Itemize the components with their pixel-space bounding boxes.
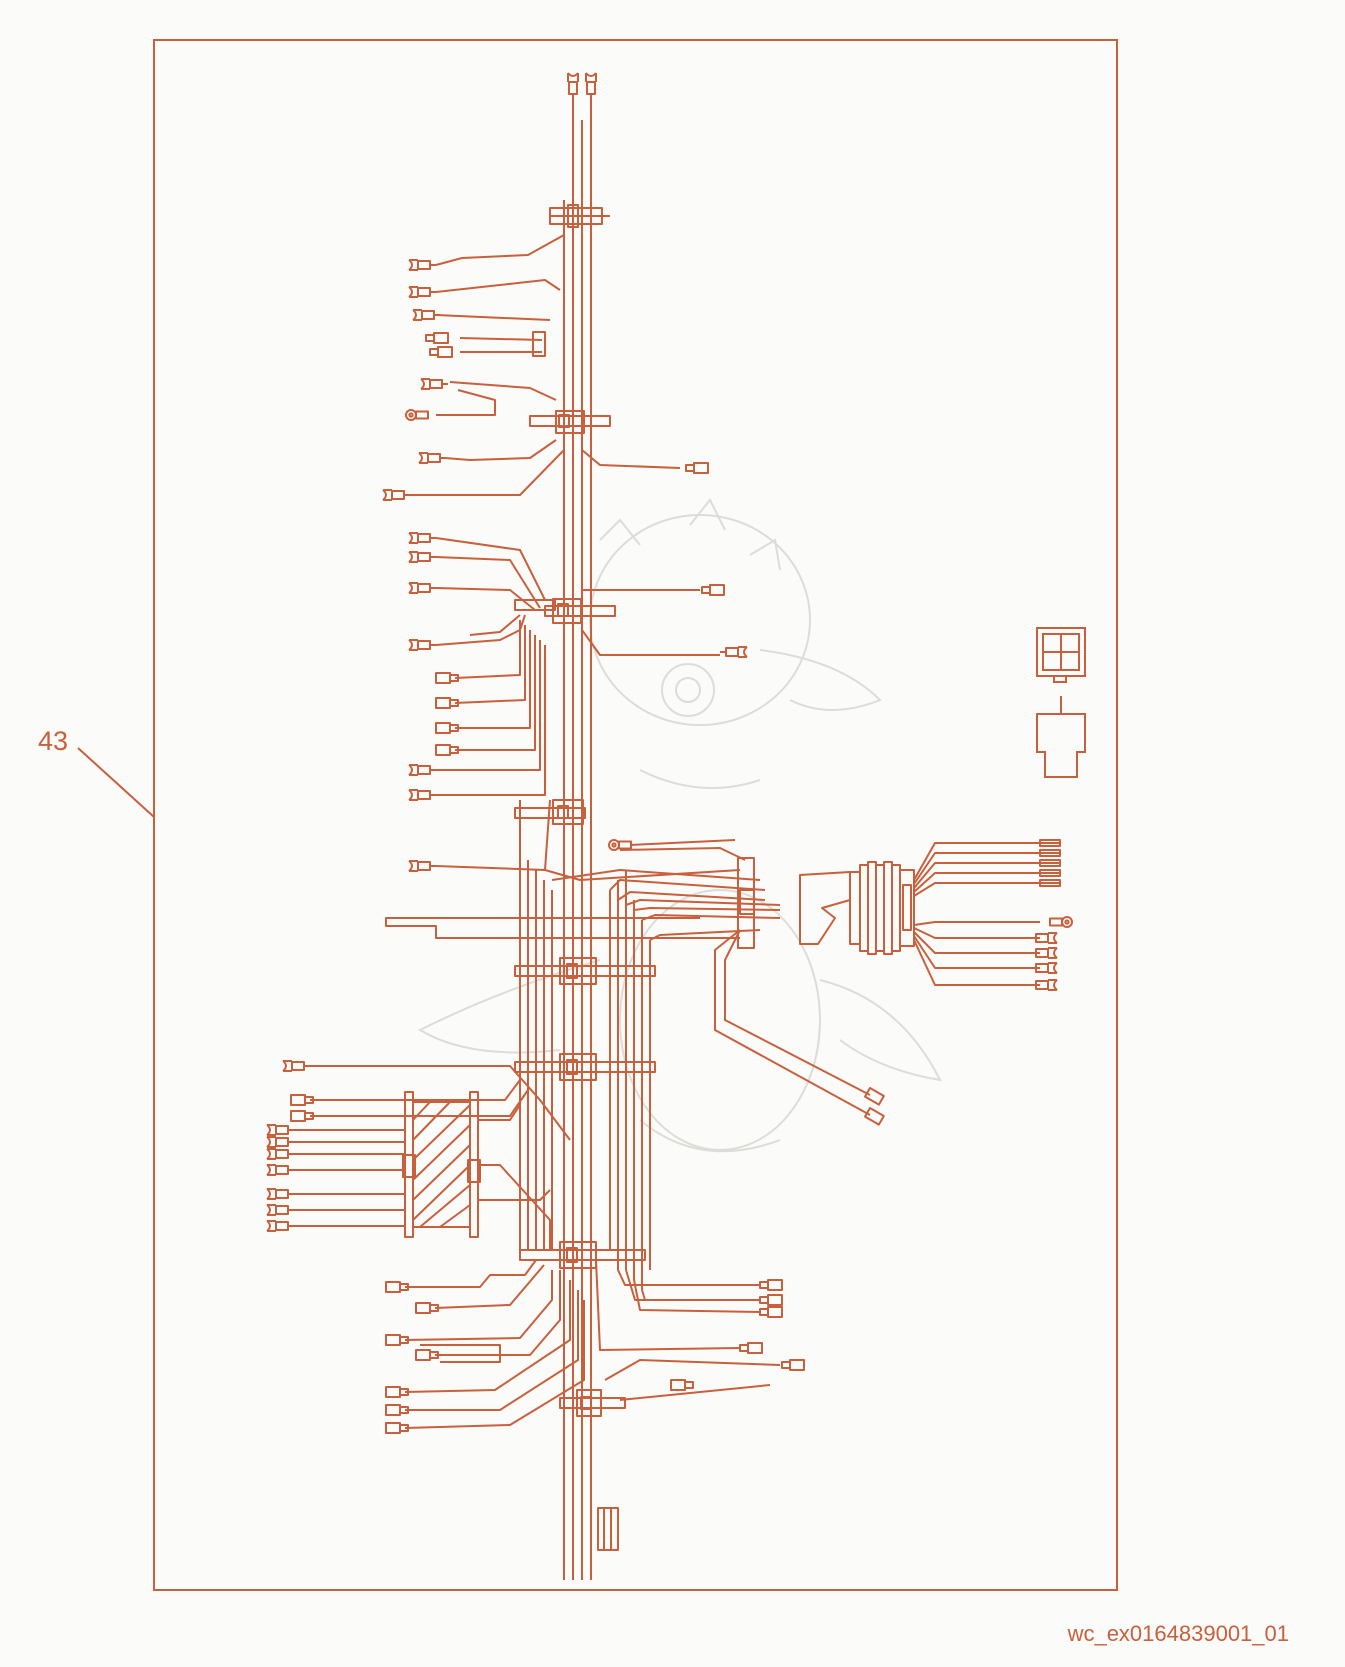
figure-id: wc_ex0164839001_01 bbox=[1067, 1621, 1289, 1646]
callout-number: 43 bbox=[38, 726, 69, 756]
wiring-harness bbox=[266, 72, 1073, 1580]
dragon-mascot-watermark bbox=[417, 498, 942, 1153]
drawing-frame bbox=[77, 39, 1118, 1591]
bulkhead-connector bbox=[799, 839, 1073, 991]
connector-plug-icon bbox=[1036, 696, 1086, 778]
coil-winding bbox=[402, 1091, 481, 1238]
multi-pin-connector-icon bbox=[1036, 627, 1086, 683]
